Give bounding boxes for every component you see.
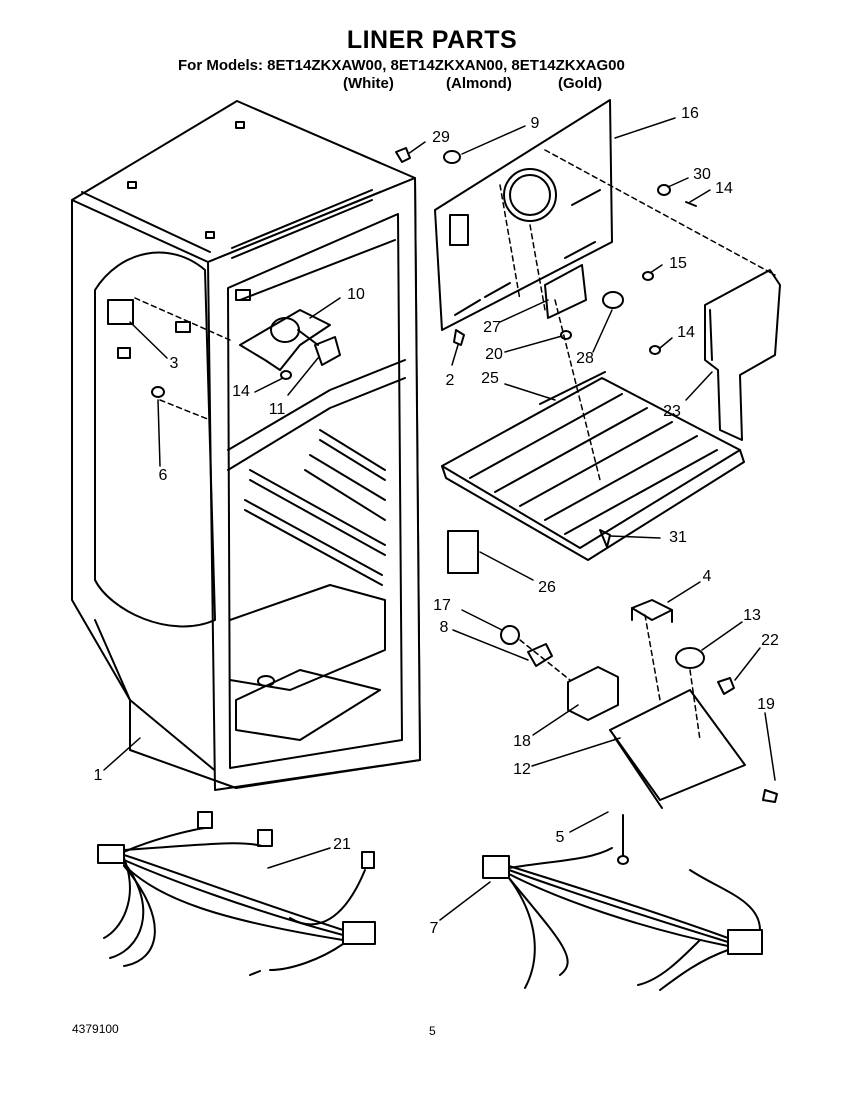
callout-16: 16 — [681, 105, 699, 122]
callout-6: 6 — [158, 467, 168, 484]
callout-5: 5 — [555, 829, 565, 846]
evaporator-cover — [434, 99, 613, 331]
color-almond: (Almond) — [446, 75, 512, 92]
callout-31: 31 — [669, 529, 687, 546]
callout-8: 8 — [439, 619, 449, 636]
callout-4: 4 — [702, 568, 712, 585]
callout-19: 19 — [757, 696, 775, 713]
color-gold: (Gold) — [558, 75, 603, 92]
callout-17: 17 — [433, 597, 451, 614]
evaporator-shelf — [441, 371, 745, 561]
callout-18: 18 — [513, 733, 531, 750]
callout-14-duct: 14 — [677, 324, 695, 341]
callout-10: 10 — [347, 286, 365, 303]
callout-22: 22 — [761, 632, 779, 649]
callout-26: 26 — [538, 579, 556, 596]
callout-7: 7 — [429, 920, 439, 937]
callout-28: 28 — [576, 350, 594, 367]
callout-23: 23 — [663, 403, 681, 420]
callout-11: 11 — [268, 401, 286, 418]
callout-3: 3 — [169, 355, 179, 372]
document-number: 4379100 — [72, 1022, 119, 1036]
assembly-lines — [134, 149, 776, 741]
wire-harness-7 — [482, 847, 763, 991]
callout-14-fan: 14 — [232, 383, 250, 400]
page-title: LINER PARTS — [346, 26, 518, 54]
wire-harness-21 — [97, 811, 376, 976]
callout-2: 2 — [445, 372, 455, 389]
liner-cabinet — [71, 100, 421, 791]
color-white: (White) — [343, 75, 394, 92]
callout-25: 25 — [481, 370, 499, 387]
callout-12: 12 — [513, 761, 531, 778]
callout-13: 13 — [743, 607, 761, 624]
air-duct — [704, 269, 781, 441]
models-line: For Models: 8ET14ZKXAW00, 8ET14ZKXAN00, … — [178, 57, 625, 74]
callout-29: 29 — [432, 129, 450, 146]
callout-9: 9 — [530, 115, 540, 132]
leader-lines — [103, 117, 776, 921]
callout-21: 21 — [333, 836, 351, 853]
fan-motor — [239, 309, 341, 371]
callout-15: 15 — [669, 255, 687, 272]
callout-1: 1 — [93, 767, 103, 784]
small-parts — [107, 147, 778, 865]
page-number: 5 — [429, 1024, 436, 1038]
callout-27: 27 — [483, 319, 501, 336]
callout-14-top: 14 — [715, 180, 733, 197]
callout-20: 20 — [485, 346, 503, 363]
callout-30: 30 — [693, 166, 711, 183]
